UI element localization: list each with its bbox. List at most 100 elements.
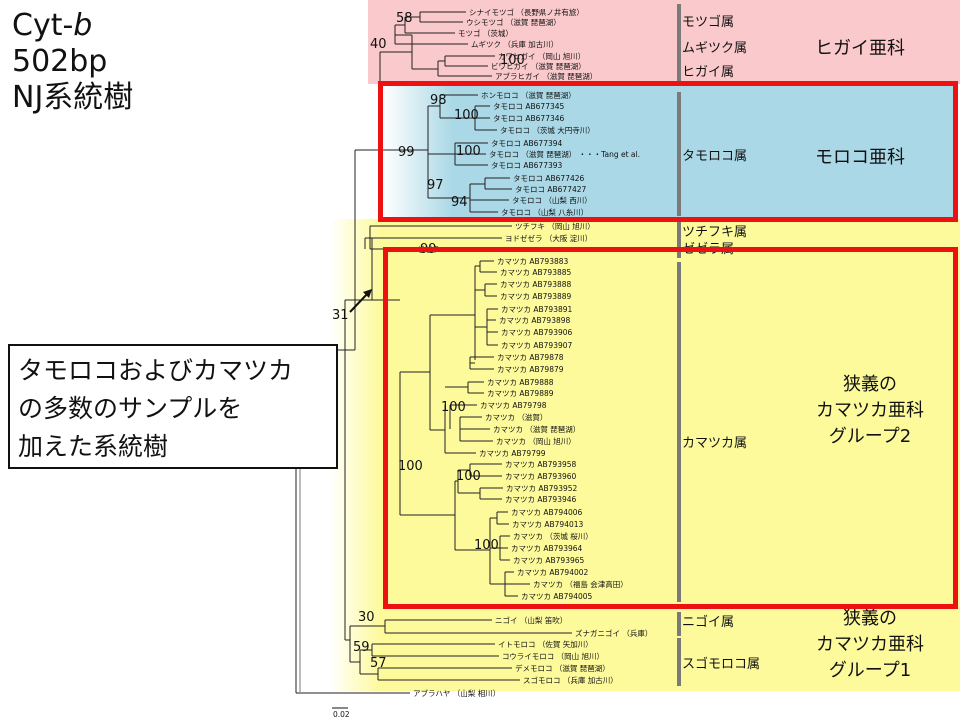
bootstrap-value: 30 <box>358 610 375 625</box>
tree-leaf-label: カマツカ AB793960 <box>505 472 577 481</box>
tree-leaf-label: カマツカ AB79888 <box>487 378 554 387</box>
tree-leaf-label: デメモロコ （滋賀 琵琶湖） <box>515 663 610 673</box>
tree-leaf-label: ビワヒガイ （滋賀 琵琶湖） <box>491 61 586 71</box>
tree-leaf-label: ヨドゼゼラ （大阪 淀川） <box>505 233 592 243</box>
tree-leaf-label: カマツカ AB79889 <box>487 389 554 398</box>
tree-leaf-label: カマツカ AB793906 <box>501 328 573 337</box>
bootstrap-value: 94 <box>451 195 468 210</box>
bootstrap-value: 100 <box>500 53 525 68</box>
tree-leaf-label: アブラヒガイ （滋賀 琵琶湖） <box>495 71 597 81</box>
tree-leaf-label: カマツカ AB79799 <box>479 449 546 458</box>
genus-label-tamoroko: タモロコ属 <box>682 149 748 164</box>
bootstrap-value: 97 <box>427 178 444 193</box>
tree-leaf-label: カマツカ AB793958 <box>505 460 577 469</box>
subfamily-label-group2: 狭義の カマツカ亜科 グループ2 <box>800 372 940 450</box>
tree-leaf-label: タモロコ （滋賀 琵琶湖） ・・・Tang et al. <box>489 149 640 159</box>
group1-line-2: カマツカ亜科 <box>816 634 924 655</box>
tree-leaf-label: ウシモツゴ （滋賀 琵琶湖） <box>466 17 561 27</box>
tree-leaf-label: モツゴ （茨城） <box>458 28 513 38</box>
tree-leaf-label: カマツカ AB793883 <box>497 257 569 266</box>
tree-leaf-label: タモロコ AB677427 <box>515 185 587 194</box>
genus-label-kamatsuka: カマツカ属 <box>682 436 748 451</box>
tree-leaf-label: カマツカ （茨城 桜川） <box>513 531 593 541</box>
node-arrow <box>349 291 370 313</box>
tree-leaf-label: タモロコ （茨城 大円寺川） <box>500 125 595 135</box>
genus-label-higai: ヒガイ属 <box>682 65 735 80</box>
group2-line-2: カマツカ亜科 <box>816 400 924 421</box>
tree-leaf-label: カマツカ AB793964 <box>511 544 583 553</box>
tree-leaf-label: コウライモロコ （岡山 旭川） <box>502 651 604 661</box>
tree-leaf-label: タモロコ AB677426 <box>513 174 585 183</box>
tree-leaf-label: タモロコ AB677346 <box>493 114 565 123</box>
genus-bar-nigoi <box>677 612 681 636</box>
title-line-1: Cyt-b <box>12 10 92 42</box>
bootstrap-value: 99 <box>398 145 415 160</box>
tree-leaf-label: カマツカ （福島 会津高田） <box>533 579 628 589</box>
title-line-3: NJ系統樹 <box>12 80 134 115</box>
group2-line-3: グループ2 <box>828 426 912 447</box>
bootstrap-value: 58 <box>396 11 413 26</box>
tree-leaf-label: カマツカ AB794005 <box>521 592 593 601</box>
tree-leaf-label: ムギツク （兵庫 加古川） <box>471 39 558 49</box>
bootstrap-value: 57 <box>370 656 387 671</box>
tree-leaf-label: カワヒガイ （岡山 旭川） <box>498 51 585 61</box>
genus-bar-sugomoroko <box>677 638 681 686</box>
genus-bar-tamoroko <box>677 92 681 216</box>
tree-leaf-label: ツチフキ （岡山 旭川） <box>515 221 595 231</box>
title-line-2: 502bp <box>12 44 108 79</box>
tree-leaf-label: カマツカ AB793907 <box>501 341 573 350</box>
bootstrap-value: 100 <box>398 459 423 474</box>
tree-leaf-label: タモロコ AB677394 <box>491 139 563 148</box>
bootstrap-value: 100 <box>456 469 481 484</box>
callout-line-2: の多数のサンプルを <box>18 394 243 423</box>
bootstrap-value: 98 <box>430 93 447 108</box>
tree-leaf-label: カマツカ AB79798 <box>480 401 547 410</box>
title-gene: Cyt- <box>12 8 74 43</box>
subfamily-label-moroko: モロコ亜科 <box>815 147 905 168</box>
tree-leaf-label: カマツカ AB79879 <box>497 365 564 374</box>
group1-line-3: グループ1 <box>828 660 912 681</box>
genus-label-tsuchifuki: ツチフキ属 <box>682 225 748 240</box>
tree-leaf-label: カマツカ AB793888 <box>500 280 572 289</box>
tree-leaf-label: カマツカ AB794002 <box>517 568 589 577</box>
genus-bar-higai-group <box>677 4 681 82</box>
genus-label-motsugo: モツゴ属 <box>682 15 735 30</box>
bootstrap-value: 100 <box>441 400 466 415</box>
callout-line-3: 加えた系統樹 <box>18 432 169 461</box>
higai-subfamily-band <box>368 0 960 84</box>
subfamily-label-higai: ヒガイ亜科 <box>815 38 905 59</box>
bootstrap-value: 100 <box>456 144 481 159</box>
tree-leaf-label: タモロコ （山梨 西川） <box>512 195 592 205</box>
genus-label-mugitsuku: ムギツク属 <box>682 41 748 56</box>
bootstrap-value: 31 <box>332 308 349 323</box>
tree-leaf-label: ニゴイ （山梨 笛吹） <box>495 615 567 625</box>
tree-leaf-label: シナイモツゴ （長野県ノ井有旅） <box>469 7 584 17</box>
tree-leaf-label: ズナガニゴイ （兵庫） <box>575 628 652 638</box>
tree-leaf-label: カマツカ AB793898 <box>499 316 571 325</box>
tree-leaf-label: カマツカ （滋賀 琵琶湖） <box>493 424 580 434</box>
tree-leaf-label: カマツカ AB793946 <box>505 495 577 504</box>
genus-label-nigoi: ニゴイ属 <box>682 615 735 630</box>
kamatsuka-subfamily-band <box>330 219 960 691</box>
bootstrap-value: 100 <box>474 538 499 553</box>
genus-label-sugomoroko: スゴモロコ属 <box>682 657 761 672</box>
tree-leaf-label: カマツカ AB793965 <box>513 556 585 565</box>
tree-leaf-label: アブラハヤ （山梨 相川） <box>413 688 500 698</box>
callout-line-1: タモロコおよびカマツカ <box>18 356 294 385</box>
tree-leaf-label: イトモロコ （佐賀 矢加川） <box>498 639 593 649</box>
tree-leaf-label: カマツカ AB794006 <box>511 508 583 517</box>
scale-label: 0.02 <box>333 710 350 719</box>
group2-line-1: 狭義の <box>843 374 897 395</box>
title-gene-italic: b <box>73 8 93 43</box>
group1-line-1: 狭義の <box>843 608 897 629</box>
callout-box: タモロコおよびカマツカ の多数のサンプルを 加えた系統樹 <box>8 344 338 469</box>
tree-leaf-label: カマツカ AB793889 <box>500 292 572 301</box>
genus-bar-kamatsuka <box>677 262 681 602</box>
genus-bar-tsuchifuki <box>677 222 681 258</box>
bootstrap-value: 100 <box>454 108 479 123</box>
tamoroko-highlight-box <box>378 81 958 222</box>
bootstrap-value: 59 <box>353 640 370 655</box>
subfamily-label-group1: 狭義の カマツカ亜科 グループ1 <box>800 606 940 684</box>
tree-leaf-label: タモロコ （山梨 八糸川） <box>501 207 588 217</box>
